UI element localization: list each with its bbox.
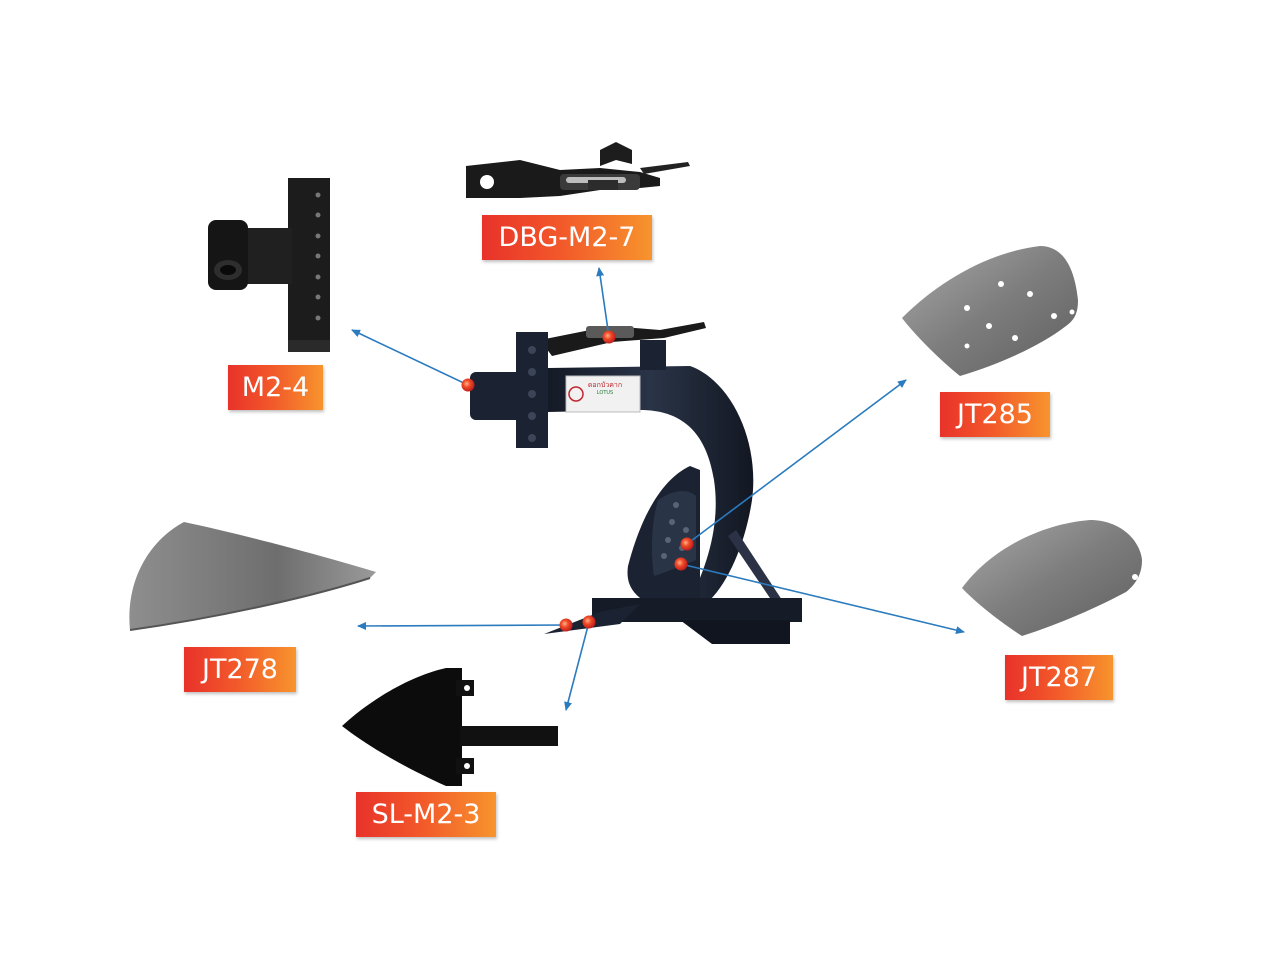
arrow-to-jt287 bbox=[680, 563, 965, 635]
brand-sub: LOTUS bbox=[596, 390, 614, 396]
arrow-to-m2-4 bbox=[351, 329, 469, 386]
marker-dot-sl-m2-3 bbox=[582, 615, 596, 629]
marker-dot-m2-4 bbox=[461, 378, 475, 392]
part-jt285-image bbox=[902, 246, 1078, 376]
marker-dots bbox=[461, 330, 694, 632]
brand-name: ดอกบัวคาก bbox=[587, 381, 623, 389]
label-m2-4: M2-4 bbox=[228, 365, 323, 410]
label-sl-m2-3: SL-M2-3 bbox=[356, 792, 496, 837]
arrow-to-jt285 bbox=[686, 379, 907, 545]
part-jt287-image bbox=[962, 520, 1142, 636]
label-jt285: JT285 bbox=[940, 392, 1050, 437]
marker-dot-jt285 bbox=[680, 537, 694, 551]
brand-plate-text: ดอกบัวคาก LOTUS bbox=[576, 381, 634, 409]
plow-main-image bbox=[470, 322, 802, 644]
part-jt278-image bbox=[129, 522, 376, 631]
label-jt278: JT278 bbox=[184, 647, 296, 692]
arrow-to-jt278 bbox=[357, 621, 567, 630]
part-sl-m2-3-image bbox=[342, 668, 558, 786]
marker-dot-jt287 bbox=[674, 557, 688, 571]
label-jt287: JT287 bbox=[1005, 655, 1113, 700]
arrow-to-sl-m2-3 bbox=[564, 621, 590, 711]
marker-dot-dbg bbox=[602, 330, 616, 344]
arrow-to-dbg-m2-7 bbox=[596, 267, 610, 338]
part-m2-4-image bbox=[208, 178, 330, 352]
part-dbg-m2-7-image bbox=[466, 142, 690, 198]
leader-lines bbox=[351, 267, 965, 711]
marker-dot-jt278 bbox=[559, 618, 573, 632]
label-dbg-m2-7: DBG-M2-7 bbox=[482, 215, 652, 260]
